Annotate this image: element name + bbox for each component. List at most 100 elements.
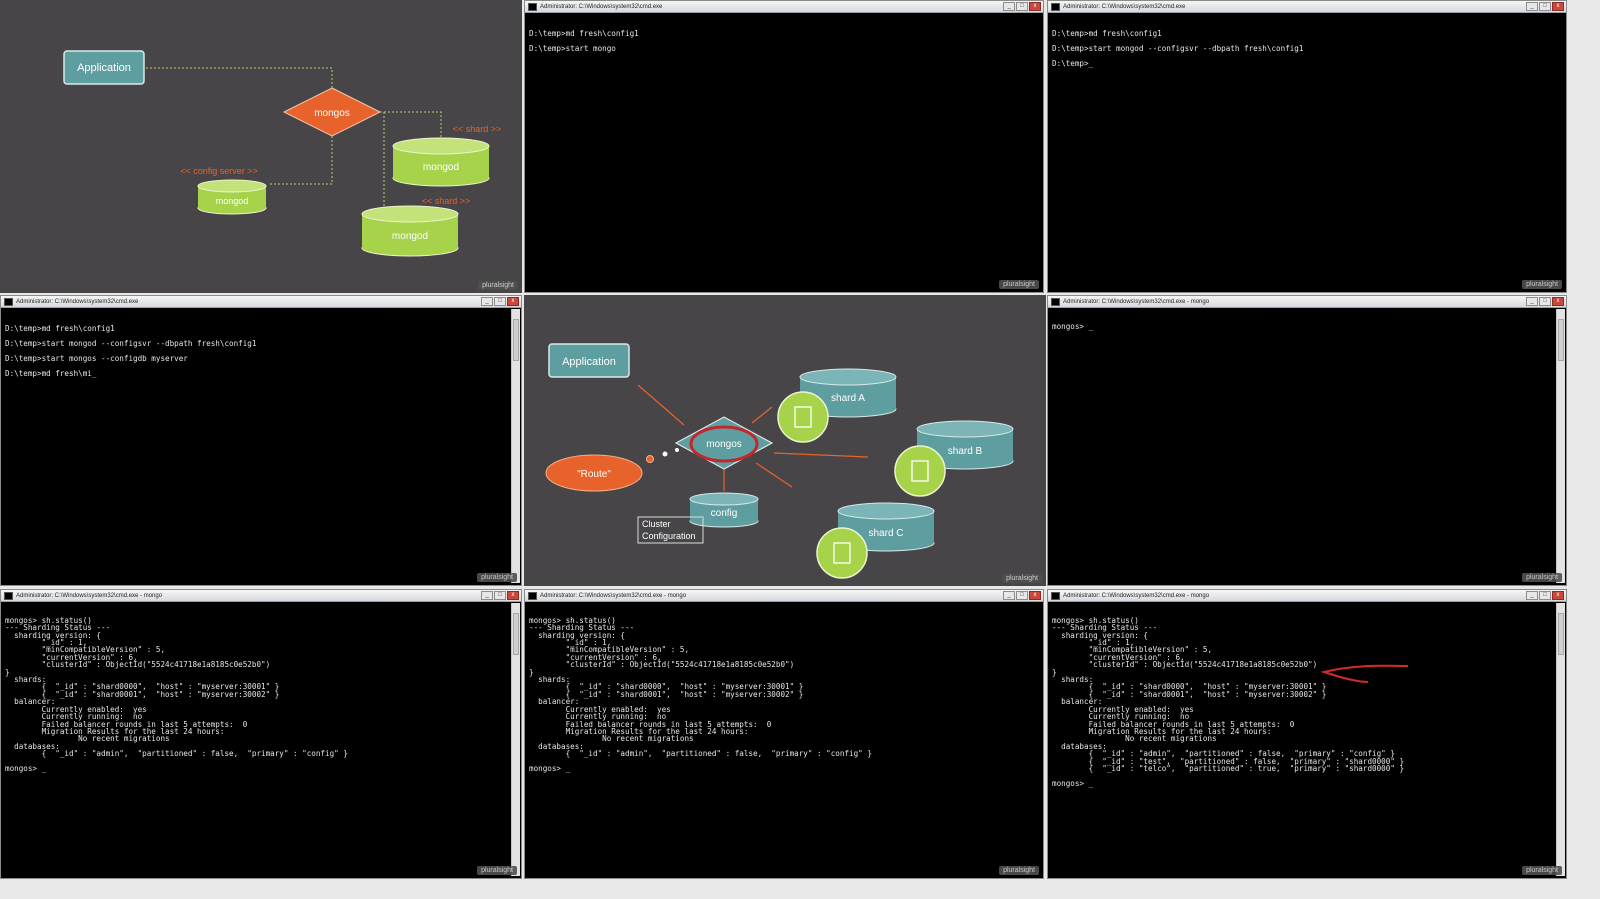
scrollbar[interactable] bbox=[511, 309, 520, 583]
minimize-button[interactable]: _ bbox=[1526, 2, 1538, 11]
pluralsight-watermark: pluralsight bbox=[478, 281, 518, 290]
application-label: Application bbox=[562, 356, 616, 368]
console-line: Migration Results for the last 24 hours: bbox=[5, 726, 225, 736]
minimize-button[interactable]: _ bbox=[481, 297, 493, 306]
cmd-icon bbox=[4, 297, 13, 306]
console-output[interactable]: mongos> _ bbox=[1052, 308, 1554, 583]
console-line: D:\temp>start mongod --configsvr --dbpat… bbox=[5, 338, 257, 348]
titlebar[interactable]: Administrator: C:\Windows\system32\cmd.e… bbox=[525, 590, 1043, 602]
cmd-icon bbox=[4, 591, 13, 600]
close-button[interactable]: x bbox=[507, 297, 519, 306]
thought-bubble bbox=[662, 451, 668, 457]
pluralsight-watermark: pluralsight bbox=[477, 573, 517, 582]
maximize-button[interactable]: □ bbox=[1539, 297, 1551, 306]
cmd-window-sh-status-3[interactable]: Administrator: C:\Windows\system32\cmd.e… bbox=[1047, 589, 1567, 879]
close-button[interactable]: x bbox=[1029, 2, 1041, 11]
console-line: sharding version: { bbox=[529, 630, 626, 640]
console-line: { "_id" : "shard0001", "host" : "myserve… bbox=[5, 689, 280, 699]
close-button[interactable]: x bbox=[1552, 2, 1564, 11]
close-button[interactable]: x bbox=[507, 591, 519, 600]
titlebar[interactable]: Administrator: C:\Windows\system32\cmd.e… bbox=[525, 1, 1043, 13]
scrollbar-thumb[interactable] bbox=[513, 613, 519, 655]
maximize-button[interactable]: □ bbox=[1016, 2, 1028, 11]
shard-c-document-icon bbox=[816, 527, 868, 579]
scrollbar[interactable] bbox=[1556, 603, 1565, 876]
titlebar[interactable]: Administrator: C:\Windows\system32\cmd.e… bbox=[1, 590, 521, 602]
console-line: sharding version: { bbox=[5, 630, 102, 640]
console-line: balancer: bbox=[529, 697, 580, 707]
console-output[interactable]: mongos> sh.status()--- Sharding Status -… bbox=[529, 602, 1031, 876]
window-title: Administrator: C:\Windows\system32\cmd.e… bbox=[1063, 592, 1210, 599]
config-label: config bbox=[711, 508, 738, 519]
maximize-button[interactable]: □ bbox=[494, 591, 506, 600]
titlebar[interactable]: Administrator: C:\Windows\system32\cmd.e… bbox=[1048, 590, 1566, 602]
cmd-window-sh-status-2[interactable]: Administrator: C:\Windows\system32\cmd.e… bbox=[524, 589, 1044, 879]
thought-bubble bbox=[646, 455, 654, 463]
cmd-window-mongo-shell[interactable]: Administrator: C:\Windows\system32\cmd.e… bbox=[1047, 295, 1567, 586]
cmd-window-mongos-start[interactable]: Administrator: C:\Windows\system32\cmd.e… bbox=[0, 295, 522, 586]
minimize-button[interactable]: _ bbox=[1003, 2, 1015, 11]
console-line: "minCompatibleVersion" : 5, bbox=[1052, 645, 1213, 655]
shard1-mongod-label: mongod bbox=[423, 162, 459, 173]
config-cylinder bbox=[689, 492, 759, 528]
cmd-icon bbox=[528, 591, 537, 600]
console-prompt: mongos> _ bbox=[1052, 778, 1094, 788]
maximize-button[interactable]: □ bbox=[1539, 2, 1551, 11]
console-line: D:\temp>md fresh\config1 bbox=[1052, 28, 1162, 38]
console-line: mongos> sh.status() bbox=[5, 615, 92, 625]
console-line: Currently running: no bbox=[5, 712, 143, 722]
minimize-button[interactable]: _ bbox=[1526, 297, 1538, 306]
minimize-button[interactable]: _ bbox=[1526, 591, 1538, 600]
scrollbar-thumb[interactable] bbox=[513, 319, 519, 361]
window-title: Administrator: C:\Windows\system32\cmd.e… bbox=[16, 592, 163, 599]
shard-label-1: << shard >> bbox=[453, 124, 502, 134]
titlebar[interactable]: Administrator: C:\Windows\system32\cmd.e… bbox=[1048, 296, 1566, 308]
close-button[interactable]: x bbox=[1552, 591, 1564, 600]
maximize-button[interactable]: □ bbox=[1539, 591, 1551, 600]
cmd-window-configsvr[interactable]: Administrator: C:\Windows\system32\cmd.e… bbox=[1047, 0, 1567, 293]
cmd-window-start-mongo[interactable]: Administrator: C:\Windows\system32\cmd.e… bbox=[524, 0, 1044, 293]
console-prompt: mongos> _ bbox=[5, 764, 47, 774]
console-line: "clusterId" : ObjectId("5524c41718e1a818… bbox=[5, 660, 271, 670]
maximize-button[interactable]: □ bbox=[494, 297, 506, 306]
shard-cylinder-2 bbox=[361, 205, 459, 257]
console-line: Migration Results for the last 24 hours: bbox=[1052, 726, 1272, 736]
shard-c-cylinder bbox=[837, 502, 935, 552]
console-line: mongos> sh.status() bbox=[1052, 615, 1139, 625]
window-title: Administrator: C:\Windows\system32\cmd.e… bbox=[540, 3, 663, 10]
config-cylinder bbox=[197, 179, 267, 215]
console-output[interactable]: mongos> sh.status()--- Sharding Status -… bbox=[1052, 602, 1554, 876]
route-cloud bbox=[545, 454, 643, 492]
minimize-button[interactable]: _ bbox=[1003, 591, 1015, 600]
minimize-button[interactable]: _ bbox=[481, 591, 493, 600]
close-button[interactable]: x bbox=[1029, 591, 1041, 600]
cmd-icon bbox=[1051, 2, 1060, 11]
console-line: { "_id" : "shard0000", "host" : "myserve… bbox=[1052, 682, 1327, 692]
scrollbar-thumb[interactable] bbox=[1558, 613, 1564, 655]
titlebar[interactable]: Administrator: C:\Windows\system32\cmd.e… bbox=[1, 296, 521, 308]
console-line: D:\temp>start mongod --configsvr --dbpat… bbox=[1052, 43, 1304, 53]
console-output[interactable]: mongos> sh.status()--- Sharding Status -… bbox=[5, 602, 509, 876]
shard-cylinder-1 bbox=[392, 137, 490, 187]
console-line: { "_id" : "shard0000", "host" : "myserve… bbox=[529, 682, 804, 692]
cluster-config-label-1: Cluster bbox=[642, 519, 671, 529]
pluralsight-watermark: pluralsight bbox=[1522, 866, 1562, 875]
cluster-config-box bbox=[637, 516, 704, 544]
titlebar[interactable]: Administrator: C:\Windows\system32\cmd.e… bbox=[1048, 1, 1566, 13]
scrollbar[interactable] bbox=[1556, 309, 1565, 583]
console-line: shards: bbox=[5, 675, 47, 685]
scrollbar-thumb[interactable] bbox=[1558, 319, 1564, 361]
console-line: { "_id" : "shard0000", "host" : "myserve… bbox=[5, 682, 280, 692]
cmd-window-sh-status-1[interactable]: Administrator: C:\Windows\system32\cmd.e… bbox=[0, 589, 522, 879]
mongos-label: mongos bbox=[706, 439, 742, 450]
close-button[interactable]: x bbox=[1552, 297, 1564, 306]
shard-c-label: shard C bbox=[868, 528, 903, 539]
maximize-button[interactable]: □ bbox=[1016, 591, 1028, 600]
shard-label-2: << shard >> bbox=[422, 196, 471, 206]
scrollbar[interactable] bbox=[511, 603, 520, 876]
console-line: databases: bbox=[5, 741, 60, 751]
console-line: "currentVersion" : 6, bbox=[5, 652, 138, 662]
